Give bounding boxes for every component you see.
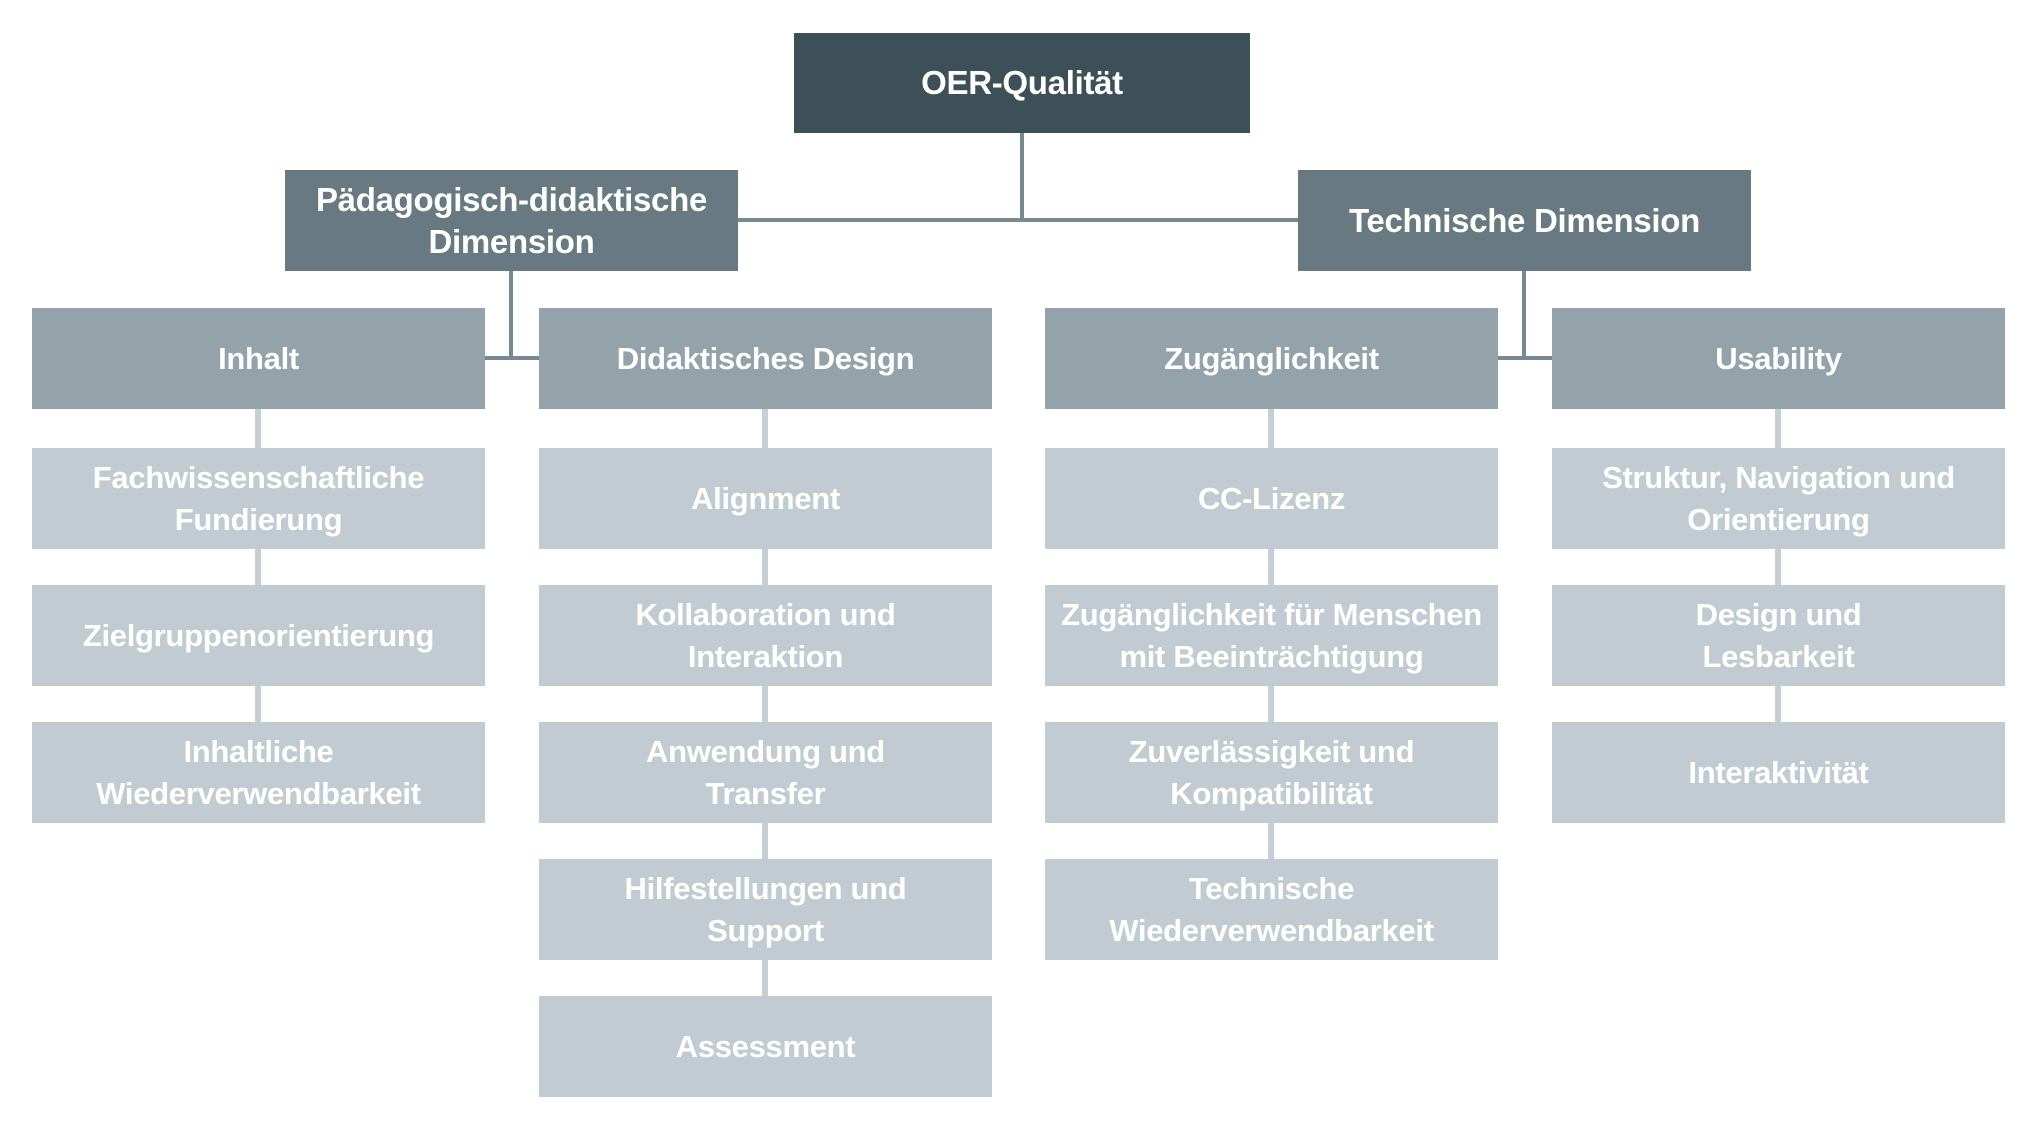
connector-root-vertical [1020, 133, 1024, 222]
connector-root-horizontal [738, 218, 1298, 222]
node-item-struktur-navigation-orientierung: Struktur, Navigation und Orientierung [1552, 448, 2005, 549]
node-header-didaktisches-design: Didaktisches Design [539, 308, 992, 409]
connector-dim2-horizontal [1498, 356, 1552, 360]
connector-column-didaktisches-design [762, 406, 768, 1002]
node-item-zugaenglichkeit-fuer-menschen: Zugänglichkeit für Menschen mit Beeinträ… [1045, 585, 1498, 686]
connector-dim1-horizontal [485, 356, 539, 360]
node-header-inhalt: Inhalt [32, 308, 485, 409]
node-item-inhaltliche-wiederverwendbarkeit: Inhaltliche Wiederverwendbarkeit [32, 722, 485, 823]
connector-column-usability [1775, 406, 1781, 728]
connector-dim2-vertical [1522, 271, 1526, 360]
node-paedagogisch-didaktische-dimension: Pädagogisch-didaktische Dimension [285, 170, 738, 271]
node-item-interaktivitaet: Interaktivität [1552, 722, 2005, 823]
connector-dim1-vertical [509, 271, 513, 360]
node-header-zugaenglichkeit: Zugänglichkeit [1045, 308, 1498, 409]
node-item-design-und-lesbarkeit: Design und Lesbarkeit [1552, 585, 2005, 686]
node-item-fachwissenschaftliche-fundierung: Fachwissenschaftliche Fundierung [32, 448, 485, 549]
node-technische-dimension: Technische Dimension [1298, 170, 1751, 271]
node-item-zuverlaessigkeit-und-kompatibilitaet: Zuverlässigkeit und Kompatibilität [1045, 722, 1498, 823]
node-oer-qualitaet: OER-Qualität [794, 33, 1250, 133]
connector-column-inhalt [255, 406, 261, 728]
node-item-zielgruppenorientierung: Zielgruppenorientierung [32, 585, 485, 686]
node-item-cc-lizenz: CC-Lizenz [1045, 448, 1498, 549]
node-item-assessment: Assessment [539, 996, 992, 1097]
node-item-technische-wiederverwendbarkeit: Technische Wiederverwendbarkeit [1045, 859, 1498, 960]
node-header-usability: Usability [1552, 308, 2005, 409]
node-item-alignment: Alignment [539, 448, 992, 549]
node-item-kollaboration-und-interaktion: Kollaboration und Interaktion [539, 585, 992, 686]
node-item-hilfestellungen-und-support: Hilfestellungen und Support [539, 859, 992, 960]
node-item-anwendung-und-transfer: Anwendung und Transfer [539, 722, 992, 823]
